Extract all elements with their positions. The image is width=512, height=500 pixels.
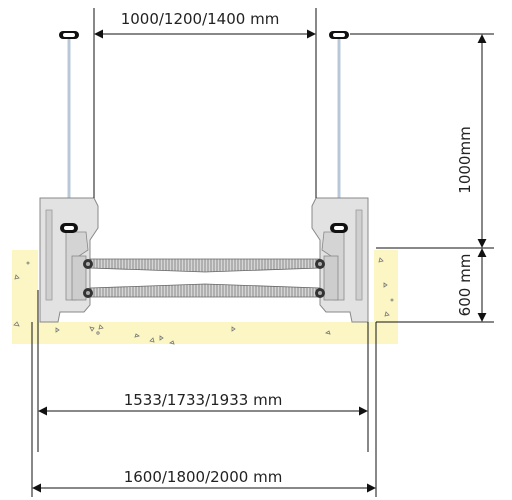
step-band-upper bbox=[83, 258, 325, 273]
dimension-lines bbox=[31, 8, 494, 497]
aggregate-marks bbox=[13, 257, 394, 345]
railing-height-label: 1000mm bbox=[456, 126, 474, 193]
pit-depth-label: 600 mm bbox=[456, 254, 474, 317]
handrail-cap-left bbox=[59, 31, 79, 39]
step-band-lower bbox=[83, 283, 325, 298]
concrete-wall-left bbox=[12, 250, 38, 322]
outer-width-label: 1600/1800/2000 mm bbox=[124, 468, 283, 486]
inner-width-label: 1533/1733/1933 mm bbox=[124, 391, 283, 409]
concrete-pit bbox=[12, 250, 398, 345]
balustrade-posts bbox=[59, 31, 349, 222]
concrete-floor bbox=[12, 322, 398, 344]
truss-housing-right bbox=[311, 197, 369, 323]
handrail-cap-right bbox=[329, 31, 349, 39]
top-width-label: 1000/1200/1400 mm bbox=[121, 10, 280, 28]
